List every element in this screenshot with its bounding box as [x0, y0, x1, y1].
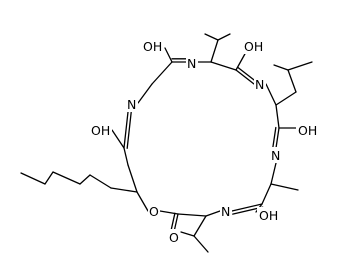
- atom-label-n-imine-top: N: [186, 55, 198, 71]
- bond-line: [123, 111, 129, 149]
- bond-line: [137, 83, 153, 104]
- n-imine-right-text: N: [271, 148, 280, 163]
- bond-line: [204, 33, 219, 41]
- bond-line: [265, 83, 277, 106]
- bond-line: [20, 172, 46, 185]
- bond-line: [235, 69, 255, 85]
- n-imine-upper-right-text: N: [255, 77, 264, 92]
- bond-line: [151, 61, 173, 85]
- atom-label-oh-amide-left: OH: [89, 122, 112, 138]
- bond-layer: [20, 33, 313, 253]
- double-bond-line: [272, 126, 277, 149]
- bond-line: [273, 64, 289, 71]
- n-imine-bottom-text: N: [221, 204, 230, 219]
- bond-line: [287, 61, 313, 71]
- bond-line: [180, 231, 195, 237]
- atom-label-n-imine-upper-right: N: [254, 76, 266, 92]
- bond-line: [270, 162, 277, 185]
- bond-line: [270, 183, 299, 191]
- double-bond-line: [237, 66, 257, 83]
- atom-label-oh-amide-top-right: OH: [242, 38, 265, 54]
- bond-line: [193, 235, 209, 253]
- oh-amide-bottom-text: OH: [259, 208, 278, 223]
- bond-line: [210, 39, 219, 63]
- bond-line: [159, 210, 179, 215]
- oh-amide-left-text: OH: [91, 123, 110, 138]
- o-ester-ring-text: O: [149, 204, 159, 219]
- bond-line: [275, 127, 280, 149]
- bond-line: [205, 210, 221, 217]
- bond-line: [275, 91, 297, 106]
- bond-line: [217, 33, 231, 41]
- atom-label-oh-amide-bottom: OH: [257, 207, 280, 223]
- bond-line: [287, 69, 297, 93]
- atom-label-layer: OH N OH N N OH OH N: [89, 38, 319, 245]
- bond-line: [136, 191, 149, 212]
- bond-line: [110, 187, 138, 193]
- atom-label-o-ester-carbonyl: O: [168, 229, 180, 245]
- atom-label-o-ester-ring: O: [148, 203, 160, 219]
- bond-line: [52, 171, 81, 185]
- oh-amide-right-text: OH: [298, 123, 317, 138]
- bond-line: [193, 215, 207, 237]
- bond-line: [210, 61, 237, 71]
- atom-label-n-imine-right: N: [270, 147, 282, 163]
- bond-line: [261, 183, 272, 205]
- atom-label-n-imine-bottom: N: [220, 203, 232, 219]
- double-bond-line: [170, 212, 176, 232]
- bond-line: [127, 164, 138, 193]
- double-bond-line: [126, 111, 132, 150]
- atom-label-oh-amide-right: OH: [296, 122, 319, 138]
- bond-line: [164, 47, 173, 63]
- oh-amide-top-left-text: OH: [143, 39, 162, 54]
- bond-line: [89, 174, 112, 189]
- bond-line: [275, 104, 280, 129]
- atom-label-oh-amide-top-left: OH: [141, 38, 164, 54]
- n-imine-left-text: N: [127, 97, 136, 112]
- n-imine-top-text: N: [187, 56, 196, 71]
- bond-line: [111, 129, 125, 149]
- bond-line: [231, 203, 263, 212]
- bond-line: [123, 147, 129, 166]
- oh-amide-top-right-text: OH: [244, 39, 263, 54]
- o-ester-carbonyl-text: O: [169, 230, 179, 245]
- atom-label-n-imine-left: N: [126, 96, 138, 112]
- bond-line: [44, 171, 54, 185]
- bond-line: [79, 174, 91, 185]
- bond-line: [177, 213, 207, 217]
